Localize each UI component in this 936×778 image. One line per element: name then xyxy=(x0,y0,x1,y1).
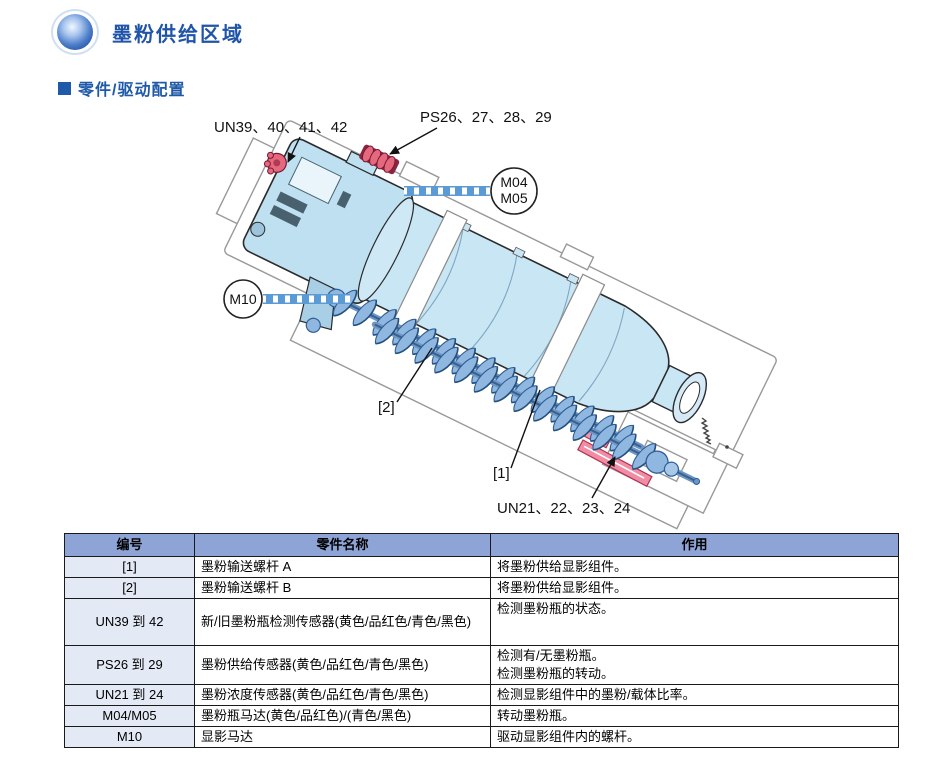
table-row: [2] 墨粉输送螺杆 B 将墨粉供给显影组件。 xyxy=(64,577,899,599)
part-name: 墨粉浓度传感器(黄色/品红色/青色/黑色) xyxy=(194,684,491,706)
label-un39-42: UN39、40、41、42 xyxy=(214,119,347,136)
holder-window xyxy=(287,156,343,205)
table-header-row: 编号 零件名称 作用 xyxy=(64,533,899,557)
part-id: PS26 到 29 xyxy=(64,645,195,685)
section-title: 零件/驱动配置 xyxy=(78,82,186,99)
part-name: 显影马达 xyxy=(194,726,491,748)
part-id: M10 xyxy=(64,726,195,748)
parts-table: 编号 零件名称 作用 [1] 墨粉输送螺杆 A 将墨粉供给显影组件。 [2] 墨… xyxy=(64,533,899,748)
part-name: 墨粉供给传感器(黄色/品红色/青色/黑色) xyxy=(194,645,491,685)
spring-end-dot xyxy=(725,445,729,449)
table-row: M04/M05 墨粉瓶马达(黄色/品红色)/(青色/黑色) 转动墨粉瓶。 xyxy=(64,705,899,727)
part-name: 新/旧墨粉瓶检测传感器(黄色/品红色/青色/黑色) xyxy=(194,598,491,646)
holder-collar xyxy=(357,197,415,302)
label-m10: M10 xyxy=(229,291,256,307)
part-name: 墨粉输送螺杆 A xyxy=(194,556,491,578)
table-row: PS26 到 29 墨粉供给传感器(黄色/品红色/青色/黑色) 检测有/无墨粉瓶… xyxy=(64,645,899,685)
label-m05: M05 xyxy=(500,190,527,206)
table-row: [1] 墨粉输送螺杆 A 将墨粉供给显影组件。 xyxy=(64,556,899,578)
part-function: 检测有/无墨粉瓶。 检测墨粉瓶的转动。 xyxy=(490,645,899,685)
spring-coil xyxy=(700,417,712,445)
callout-arrows xyxy=(287,127,616,499)
motor-callout-m04-m05 xyxy=(490,167,538,215)
header-function: 作用 xyxy=(490,533,899,557)
part-id: M04/M05 xyxy=(64,705,195,727)
section-heading: 零件/驱动配置 xyxy=(58,76,185,100)
page-title: 墨粉供给区域 xyxy=(112,23,244,46)
page-header: 墨粉供给区域 xyxy=(51,9,244,55)
part-id: UN21 到 24 xyxy=(64,684,195,706)
label-part1: [1] xyxy=(493,465,510,482)
toner-supply-diagram: M04 M05 M10 UN39、40、41、42 PS26、27、28、29 … xyxy=(214,109,777,530)
header-id: 编号 xyxy=(64,533,195,557)
part-name: 墨粉输送螺杆 B xyxy=(194,577,491,599)
bottle-cap-opening xyxy=(679,381,701,414)
blue-square-bullet-icon xyxy=(58,81,71,95)
part-function: 将墨粉供给显影组件。 xyxy=(490,577,899,599)
section-sphere-icon xyxy=(51,9,99,55)
part-function: 检测显影组件中的墨粉/载体比率。 xyxy=(490,684,899,706)
label-un21-24: UN21、22、23、24 xyxy=(497,500,630,517)
part-function: 将墨粉供给显影组件。 xyxy=(490,556,899,578)
table-row: UN21 到 24 墨粉浓度传感器(黄色/品红色/青色/黑色) 检测显影组件中的… xyxy=(64,684,899,706)
toner-bottle-assembly xyxy=(242,138,708,424)
blue-sphere-icon xyxy=(57,14,93,50)
part-function: 检测墨粉瓶的状态。 xyxy=(490,598,899,646)
header-name: 零件名称 xyxy=(194,533,491,557)
part-name: 墨粉瓶马达(黄色/品红色)/(青色/黑色) xyxy=(194,705,491,727)
bottle-seams xyxy=(416,228,625,402)
label-m04: M04 xyxy=(500,174,527,190)
drive-coupling xyxy=(305,317,321,333)
bottle-detect-sensors xyxy=(263,151,287,175)
part-id: [2] xyxy=(64,577,195,599)
label-ps26-29: PS26、27、28、29 xyxy=(420,109,552,126)
part-id: UN39 到 42 xyxy=(64,598,195,646)
table-row: UN39 到 42 新/旧墨粉瓶检测传感器(黄色/品红色/青色/黑色) 检测墨粉… xyxy=(64,598,899,646)
sphere-ring-decoration xyxy=(51,9,99,55)
toner-supply-sensors xyxy=(359,144,400,175)
holder-gear xyxy=(250,221,266,237)
part-function: 驱动显影组件内的螺杆。 xyxy=(490,726,899,748)
motor-callout-m10 xyxy=(223,279,263,319)
part-function: 转动墨粉瓶。 xyxy=(490,705,899,727)
part-id: [1] xyxy=(64,556,195,578)
label-part2: [2] xyxy=(378,399,395,416)
table-row: M10 显影马达 驱动显影组件内的螺杆。 xyxy=(64,726,899,748)
holder-vents xyxy=(269,190,352,228)
